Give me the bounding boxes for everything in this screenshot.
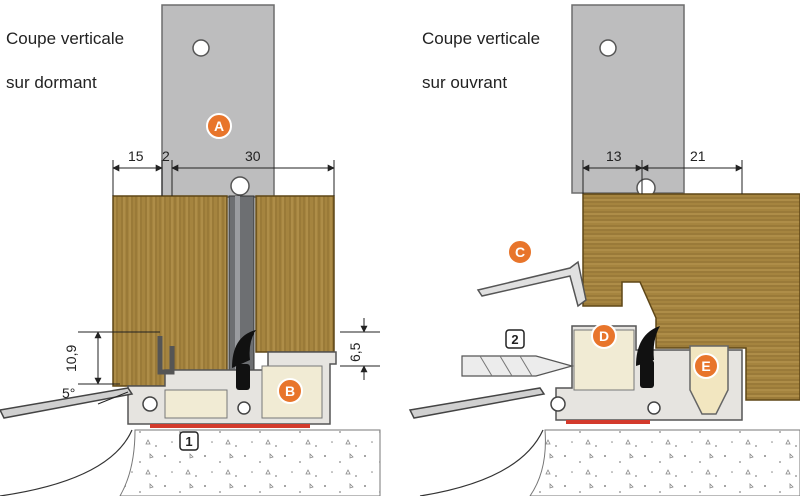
- left-title-line2: sur dormant: [6, 73, 97, 92]
- right-title: Coupe verticale sur ouvrant: [422, 6, 540, 116]
- right-drill-flutes: [479, 355, 533, 377]
- left-dim-height2: 6,5: [347, 342, 363, 362]
- svg-text:E: E: [701, 358, 710, 374]
- left-title-line1: Coupe verticale: [6, 29, 125, 48]
- callout-2: 2: [505, 329, 525, 349]
- svg-text:A: A: [214, 118, 224, 134]
- right-screw-2: [647, 401, 661, 415]
- left-top-dimensions: [112, 160, 335, 196]
- right-dim-a: 13: [606, 148, 622, 164]
- left-dim-c: 30: [245, 148, 261, 164]
- left-black-gasket: [232, 330, 256, 368]
- right-screw-1: [550, 396, 566, 412]
- left-wood-frame-right: [255, 195, 335, 353]
- left-rod-highlight: [235, 196, 240, 371]
- right-red-strip: [566, 420, 650, 424]
- left-screw-1: [142, 396, 158, 412]
- right-drill-bit: [461, 355, 575, 377]
- left-dim-b: 2: [162, 148, 170, 164]
- left-screw-2: [237, 401, 251, 415]
- right-black-gasket: [636, 326, 660, 366]
- left-dim-a: 15: [128, 148, 144, 164]
- left-red-strip: [150, 424, 310, 428]
- svg-text:2: 2: [511, 332, 518, 347]
- left-plate-hole-bottom: [230, 176, 250, 196]
- right-top-dimensions: [582, 160, 743, 194]
- badge-a: A: [206, 113, 232, 139]
- right-title-line2: sur ouvrant: [422, 73, 508, 92]
- left-gasket-foot: [236, 364, 250, 390]
- left-drip-rail: [0, 387, 134, 419]
- left-profile-chamber: [164, 389, 228, 419]
- badge-b: B: [277, 378, 303, 404]
- left-plate-hole-top: [192, 39, 210, 57]
- right-section: 13 21 C D E 2: [408, 4, 800, 496]
- left-title: Coupe verticale sur dormant: [6, 6, 124, 116]
- svg-text:D: D: [599, 328, 609, 344]
- badge-c: C: [507, 239, 533, 265]
- svg-text:B: B: [285, 383, 295, 399]
- left-height-dimension: [78, 331, 160, 405]
- right-drip-cap: [476, 260, 587, 308]
- right-title-line1: Coupe verticale: [422, 29, 541, 48]
- badge-d: D: [591, 323, 617, 349]
- right-drip-rail: [408, 387, 546, 419]
- left-right-height-dimension: [340, 318, 380, 380]
- callout-1: 1: [179, 431, 199, 451]
- right-plate-hole-top: [599, 39, 617, 57]
- right-gasket-foot: [640, 360, 654, 388]
- svg-text:1: 1: [185, 434, 192, 449]
- left-dim-angle: 5°: [62, 385, 75, 401]
- right-dim-b: 21: [690, 148, 706, 164]
- svg-text:C: C: [515, 244, 525, 260]
- left-ground-curve: [0, 429, 133, 496]
- badge-e: E: [693, 353, 719, 379]
- right-plate: [571, 4, 685, 194]
- right-ground-curve: [419, 429, 544, 496]
- left-floor: [119, 429, 381, 496]
- left-section: 15 2 30 10,9 5° 6,5 A B: [0, 4, 381, 496]
- left-hook-profile: [157, 336, 175, 375]
- right-floor: [529, 429, 800, 496]
- left-dim-height: 10,9: [63, 345, 79, 372]
